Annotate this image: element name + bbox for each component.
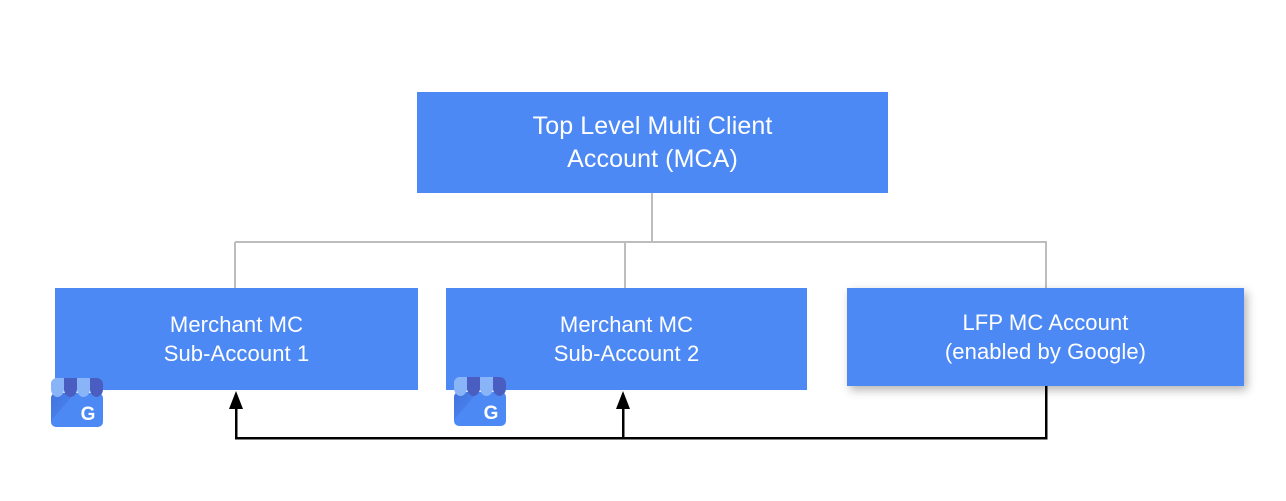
arrowhead-sub2 [616, 391, 630, 409]
google-my-business-icon: G [454, 377, 506, 426]
tree-connector-group [234, 193, 1047, 289]
svg-text:G: G [81, 404, 96, 425]
google-my-business-icon: G [51, 378, 103, 427]
node-lfp-mc-account-label: LFP MC Account (enabled by Google) [944, 309, 1147, 364]
arrowhead-sub1 [229, 391, 243, 409]
feed-arrowheads [229, 391, 630, 409]
node-merchant-sub-account-1[interactable]: Merchant MC Sub-Account 1 [55, 288, 418, 390]
feed-path-lfp-to-subs [234, 386, 1048, 440]
node-lfp-mc-account[interactable]: LFP MC Account (enabled by Google) [847, 288, 1244, 386]
feed-arrow-group [234, 386, 1048, 440]
node-merchant-sub-account-2-label: Merchant MC Sub-Account 2 [553, 311, 700, 366]
node-top-level-mca[interactable]: Top Level Multi Client Account (MCA) [417, 92, 888, 193]
svg-text:G: G [484, 403, 499, 424]
node-merchant-sub-account-1-label: Merchant MC Sub-Account 1 [163, 311, 310, 366]
node-top-level-mca-label: Top Level Multi Client Account (MCA) [532, 111, 773, 173]
node-merchant-sub-account-2[interactable]: Merchant MC Sub-Account 2 [446, 288, 807, 390]
